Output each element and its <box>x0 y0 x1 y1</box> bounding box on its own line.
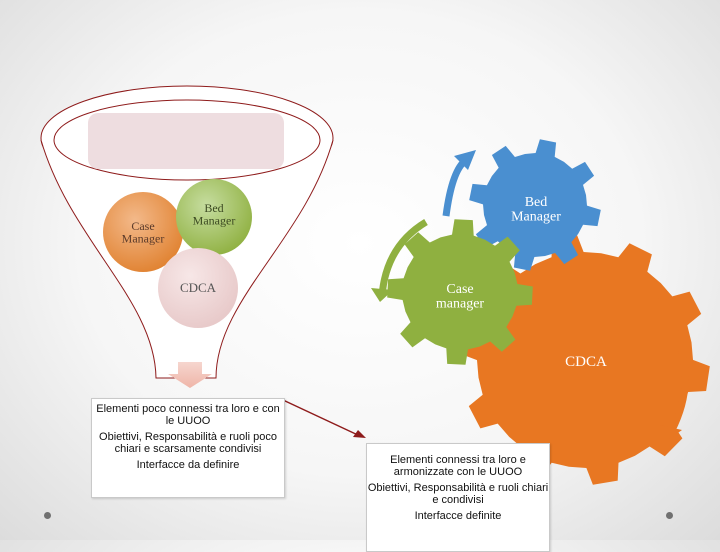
slide-dot-left <box>44 512 51 519</box>
target-state-line-2: Obiettivi, Responsabilità e ruoli chiari… <box>367 482 549 506</box>
target-state-line-3: Interfacce definite <box>414 510 502 522</box>
ball-cdca-label: CDCA <box>180 280 217 295</box>
blue-rotation-arrow <box>442 150 476 217</box>
current-state-box: Elementi poco connessi tra loro e con le… <box>91 398 285 498</box>
slide-dot-right <box>666 512 673 519</box>
connector-arrow <box>282 399 366 438</box>
current-state-line-1: Elementi poco connessi tra loro e con le… <box>96 403 280 427</box>
current-state-line-3: Interfacce da definire <box>136 459 240 471</box>
gear-cdca-label: CDCA <box>565 354 607 370</box>
ball-cdca: CDCA <box>158 248 238 328</box>
target-state-box: Elementi connessi tra loro e armonizzate… <box>366 443 550 552</box>
current-state-line-2: Obiettivi, Responsabilità e ruoli poco c… <box>99 431 277 455</box>
down-arrow <box>168 362 212 388</box>
funnel-inner-rim <box>53 99 321 181</box>
funnel-pink-band <box>88 113 284 169</box>
orange-rotation-arrow <box>653 297 689 440</box>
green-rotation-arrow <box>371 218 428 302</box>
target-state-line-1: Elementi connessi tra loro e armonizzate… <box>390 454 526 478</box>
